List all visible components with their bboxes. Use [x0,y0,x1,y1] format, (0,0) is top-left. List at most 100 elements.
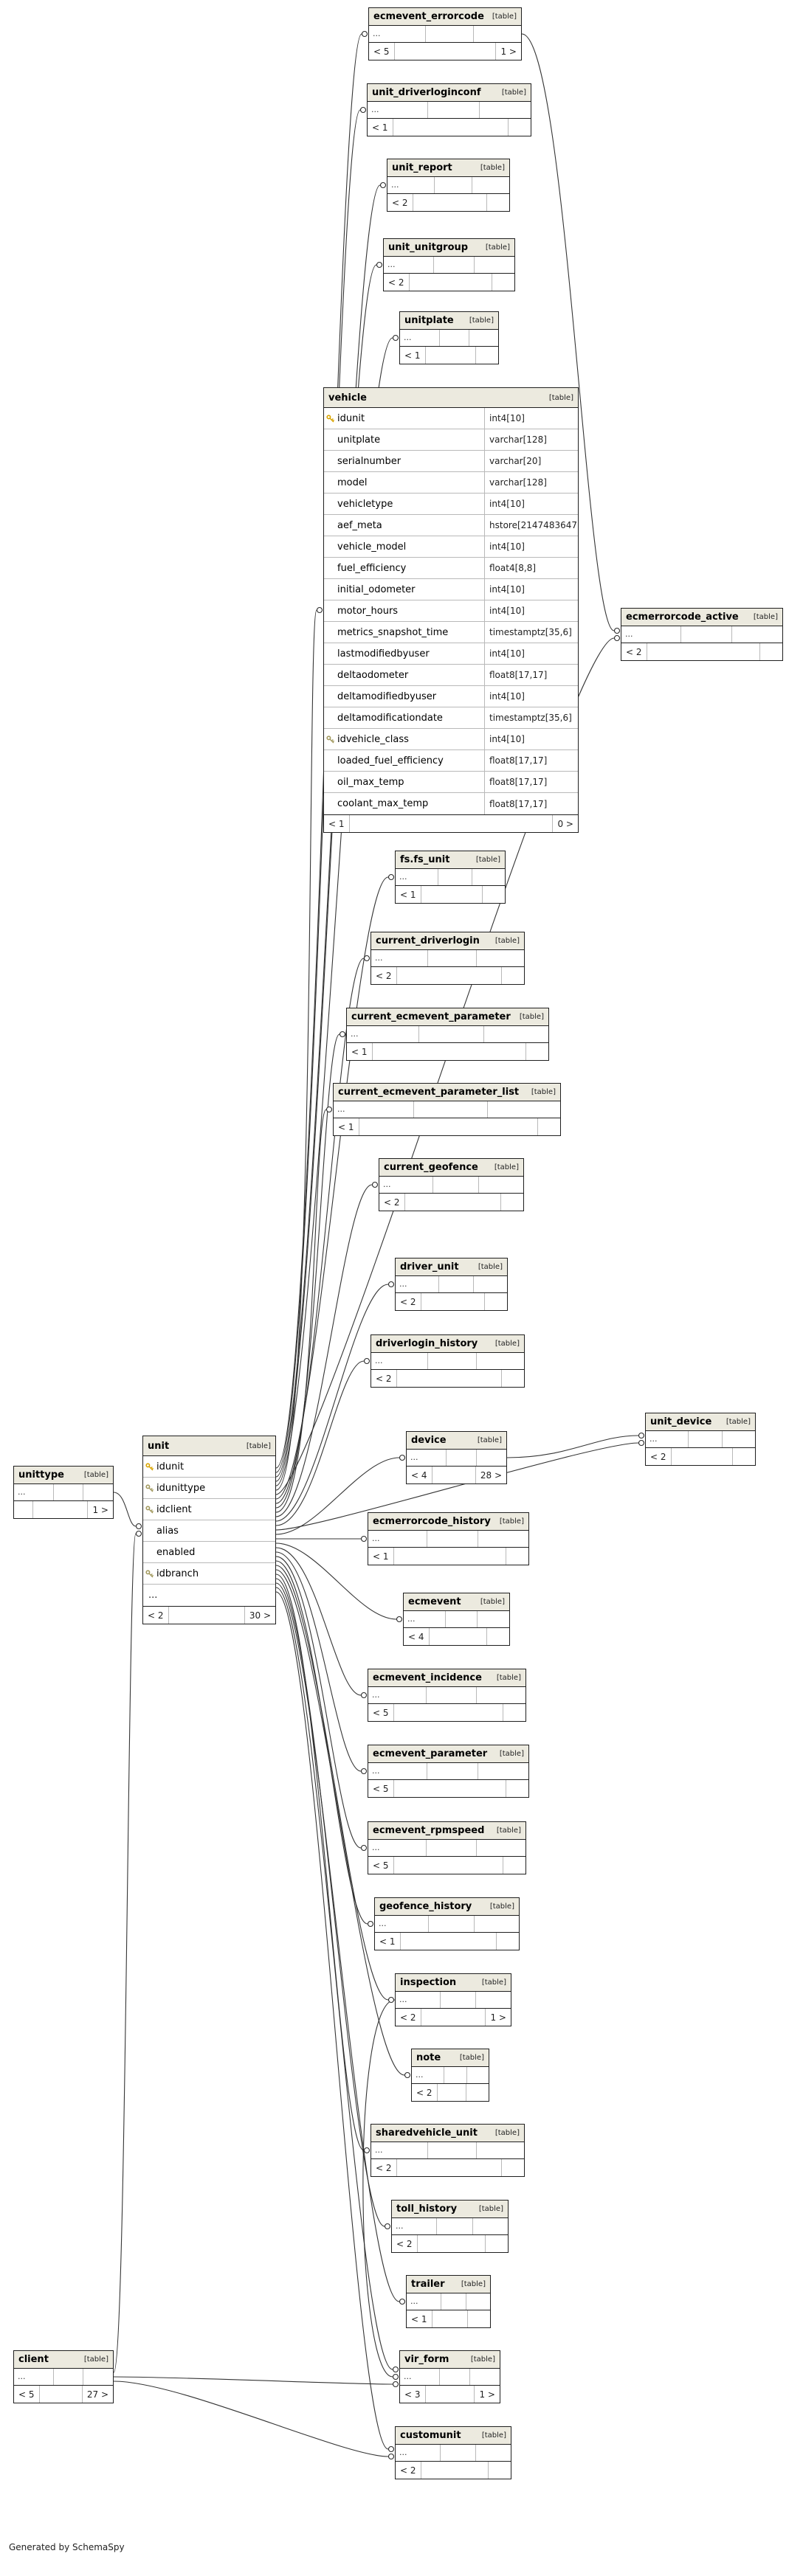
edge-endpoint-icon [361,30,368,38]
table-node-driverlogin_history[interactable]: driverlogin_history[table]...< 2 [371,1334,525,1388]
table-name: vehicle [328,392,367,404]
key-spacer [324,451,336,471]
table-node-customunit[interactable]: customunit[table]...< 2 [395,2426,511,2479]
placeholder-cell [440,330,469,346]
table-node-ecmevent_rpmspeed[interactable]: ecmevent_rpmspeed[table]...< 5 [368,1821,526,1874]
table-type-label: [table] [492,13,517,21]
table-name: ecmevent_parameter [373,1748,488,1759]
edge-endpoint-icon [360,1844,368,1852]
table-node-unit_driverloginconf[interactable]: unit_driverloginconf[table]...< 1 [367,83,531,136]
footer-spacer [430,1628,487,1645]
table-name: fs.fs_unit [400,854,450,865]
table-footer: < 2 [371,1369,524,1387]
table-node-current_driverlogin[interactable]: current_driverlogin[table]...< 2 [371,932,525,985]
edge-endpoint-icon [135,1530,142,1537]
table-node-driver_unit[interactable]: driver_unit[table]...< 2 [395,1258,508,1311]
table-footer: < 2 [379,1193,523,1211]
elided-columns-cell: ... [404,1611,446,1627]
table-node-ecmerrorcode_history[interactable]: ecmerrorcode_history[table]...< 1 [368,1512,529,1565]
table-node-fs_fs_unit[interactable]: fs.fs_unit[table]...< 1 [395,851,506,904]
table-node-current_ecmevent_parameter[interactable]: current_ecmevent_parameter[table]...< 1 [346,1008,549,1061]
placeholder-cell [477,1840,525,1856]
fk-count: < 4 [404,1628,430,1645]
primary-key-icon [145,1462,154,1470]
elided-columns-cell: ... [392,2218,438,2234]
key-spacer [324,472,336,493]
table-header: note[table] [412,2049,489,2067]
table-name: driver_unit [400,1261,459,1273]
table-node-sharedvehicle_unit[interactable]: sharedvehicle_unit[table]...< 2 [371,2124,525,2177]
table-header: unitplate[table] [400,312,498,330]
table-node-ecmevent_parameter[interactable]: ecmevent_parameter[table]...< 5 [368,1745,529,1798]
fk-count: < 5 [369,43,395,60]
placeholder-cell [477,1687,525,1703]
table-node-toll_history[interactable]: toll_history[table]...< 2 [391,2200,509,2253]
key-spacer [324,558,336,578]
table-name: client [18,2354,49,2365]
fk-count: < 5 [368,1857,394,1874]
table-node-current_ecmevent_parameter_list[interactable]: current_ecmevent_parameter_list[table]..… [333,1083,561,1136]
placeholder-cell [475,257,514,273]
edge-endpoint-icon [376,261,383,269]
table-node-ecmevent[interactable]: ecmevent[table]...< 4 [403,1593,510,1646]
table-node-trailer[interactable]: trailer[table]...< 1 [406,2275,491,2328]
placeholder-cell [428,950,477,966]
columns-placeholder-row: ... [387,177,509,193]
table-node-current_geofence[interactable]: current_geofence[table]...< 2 [379,1158,524,1211]
table-node-ecmevent_incidence[interactable]: ecmevent_incidence[table]...< 5 [368,1669,526,1722]
edge-endpoint-icon [360,1692,368,1699]
table-node-unit_unitgroup[interactable]: unit_unitgroup[table]...< 2 [383,238,515,291]
placeholder-cell [427,1687,477,1703]
referenced-count [509,119,531,136]
table-node-ecmerrorcode_active[interactable]: ecmerrorcode_active[table]...< 2 [621,608,783,661]
table-node-unitplate[interactable]: unitplate[table]...< 1 [399,311,499,364]
table-footer: < 2 [392,2234,508,2252]
table-footer: < 1 [407,2310,490,2327]
column-type: int4[10] [484,686,578,707]
referenced-count [476,347,498,364]
edge-endpoint-icon [404,2071,411,2079]
table-node-unit_report[interactable]: unit_report[table]...< 2 [387,159,510,212]
fk-count: < 1 [347,1043,373,1060]
column-row: idbranch [143,1563,275,1585]
table-footer: < 2 [646,1447,755,1465]
fk-count: < 5 [368,1780,394,1797]
placeholder-cell [466,2293,490,2310]
column-row: enabled [143,1542,275,1563]
relationship-edge [275,1109,327,1513]
table-name: device [411,1435,447,1446]
placeholder-cell [435,177,472,193]
table-node-unittype[interactable]: unittype[table]...1 > [13,1466,114,1519]
columns-placeholder-row: ... [347,1026,548,1042]
fk-count: < 2 [646,1448,672,1465]
placeholder-cell [419,1026,485,1042]
table-name: ecmevent [408,1596,461,1607]
edge-endpoint-icon [399,2298,406,2305]
referenced-count [485,1293,507,1310]
fk-count: < 2 [384,274,410,291]
columns-placeholder-row: ... [407,2293,490,2310]
table-node-geofence_history[interactable]: geofence_history[table]...< 1 [374,1897,520,1950]
table-node-unit_device[interactable]: unit_device[table]...< 2 [645,1413,756,1466]
relationship-edge [113,2381,389,2457]
footer-spacer [395,43,497,60]
table-type-label: [table] [246,1441,271,1450]
column-name: initial_odometer [337,584,416,595]
key-spacer [324,622,336,643]
table-name: current_geofence [384,1162,478,1173]
table-node-note[interactable]: note[table]...< 2 [411,2049,489,2102]
column-name: idvehicle_class [337,733,409,745]
table-header: sharedvehicle_unit[table] [371,2125,524,2142]
table-name: vir_form [404,2354,449,2365]
